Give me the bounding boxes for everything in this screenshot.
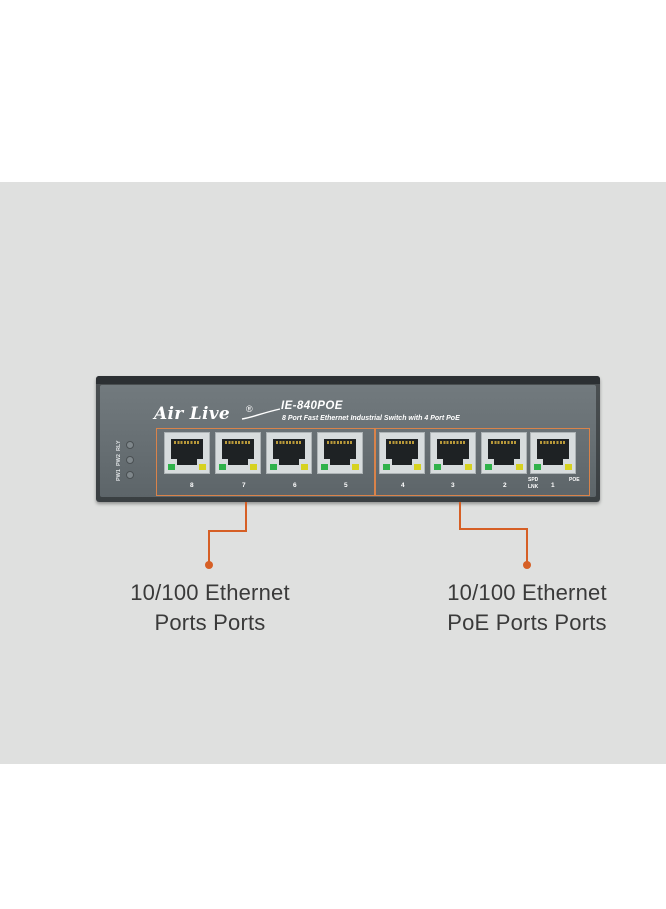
port-number-7: 7 [242,482,246,489]
left-callout-horizontal [208,530,247,532]
registered-mark: ® [246,404,253,414]
port-number-2: 2 [503,482,507,489]
link-led [321,464,328,470]
left-caption-line1: 10/100 Ethernet [130,580,290,605]
poe-port-3[interactable] [430,432,476,474]
poe-port-2[interactable] [481,432,527,474]
poe-port-1[interactable] [530,432,576,474]
right-callout-horizontal [459,528,528,530]
right-callout-caption: 10/100 Ethernet PoE Ports Ports [417,578,637,638]
ethernet-port-6[interactable] [266,432,312,474]
left-callout-vertical [245,502,247,532]
model-description: 8 Port Fast Ethernet Industrial Switch w… [282,415,460,422]
lnk-label: LNK [528,484,539,490]
port-number-5: 5 [344,482,348,489]
port-number-1: 1 [551,482,555,489]
speed-led [352,464,359,470]
port-number-3: 3 [451,482,455,489]
link-led [434,464,441,470]
left-callout-drop [208,530,210,565]
speed-led [250,464,257,470]
pw2-label: PW2 [116,454,122,466]
spd-label: SPD [528,477,539,483]
logo-swoosh-icon [241,408,281,420]
speed-led [565,464,572,470]
port-number-4: 4 [401,482,405,489]
link-led [270,464,277,470]
ethernet-port-group [156,428,376,496]
right-caption-line1: 10/100 Ethernet [447,580,607,605]
speed-led [414,464,421,470]
right-callout-drop [526,528,528,565]
right-caption-line2: PoE Ports Ports [447,610,607,635]
ethernet-port-7[interactable] [215,432,261,474]
link-led [168,464,175,470]
poe-port-4[interactable] [379,432,425,474]
link-led [219,464,226,470]
switch-front-panel: Air Live ® IE-840POE 8 Port Fast Etherne… [100,385,596,497]
model-name: IE-840POE [281,400,343,412]
link-led [534,464,541,470]
network-switch: Air Live ® IE-840POE 8 Port Fast Etherne… [96,376,600,502]
left-callout-caption: 10/100 Ethernet Ports Ports [100,578,320,638]
ethernet-port-5[interactable] [317,432,363,474]
left-callout-dot [205,561,213,569]
link-led [383,464,390,470]
status-led-panel: PW1 PW2 RLY [112,431,142,483]
pw1-led [126,471,134,479]
ethernet-port-8[interactable] [164,432,210,474]
pw2-led [126,456,134,464]
right-callout-vertical [459,502,461,530]
speed-led [199,464,206,470]
brand-logo: Air Live [154,404,231,424]
speed-led [465,464,472,470]
rly-led [126,441,134,449]
speed-led [516,464,523,470]
left-caption-line2: Ports Ports [154,610,266,635]
rly-label: RLY [116,440,122,452]
port-number-8: 8 [190,482,194,489]
speed-led [301,464,308,470]
poe-label: POE [569,477,580,483]
switch-top-edge [96,376,600,384]
poe-port-group [374,428,590,496]
link-led [485,464,492,470]
pw1-label: PW1 [116,469,122,481]
right-callout-dot [523,561,531,569]
port-number-6: 6 [293,482,297,489]
